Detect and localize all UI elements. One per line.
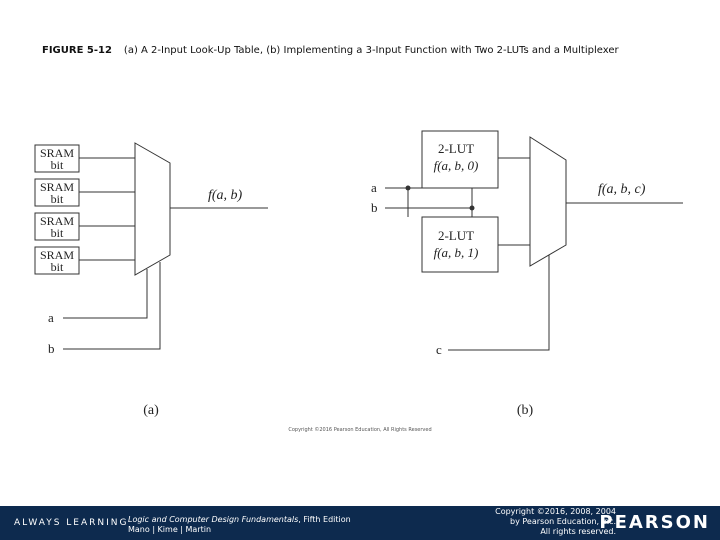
junction-b: [469, 205, 475, 211]
sram-label-2-line1: SRAM: [40, 180, 74, 194]
sram-box-1: [34, 144, 80, 173]
lut1-title: 2-LUT: [438, 228, 474, 243]
figure-label: FIGURE 5-12: [42, 45, 112, 56]
mux-b: [529, 136, 567, 267]
footer-bar: ALWAYS LEARNING Logic and Computer Desig…: [0, 506, 720, 540]
input-label-b-c: c: [436, 342, 442, 357]
book-title: Logic and Computer Design Fundamentals: [128, 515, 299, 524]
junction-a: [405, 185, 411, 191]
pearson-logo: PEARSON: [599, 512, 710, 533]
book-authors: Mano | Kime | Martin: [128, 525, 212, 534]
input-label-b: b: [48, 341, 55, 356]
select-wire-a: [63, 269, 148, 319]
select-wire-c: [448, 255, 550, 351]
input-label-b-b: b: [371, 200, 378, 215]
sram-label-3-line1: SRAM: [40, 214, 74, 228]
input-label-a: a: [48, 310, 54, 325]
rights-notice: Copyright ©2016, 2008, 2004 by Pearson E…: [495, 507, 616, 537]
select-wire-b: [63, 262, 161, 350]
sram-label-4-line2: bit: [51, 260, 64, 274]
lut-block-1: [421, 216, 499, 273]
lut-diagram: SRAM bit SRAM bit SRAM bit SRAM bit f(a,…: [34, 130, 683, 418]
book-info: Logic and Computer Design Fundamentals, …: [128, 515, 351, 535]
output-label-b: f(a, b, c): [598, 182, 646, 197]
rights-line-3: All rights reserved.: [540, 527, 616, 536]
sublabel-a: (a): [143, 403, 159, 418]
sram-label-1-line1: SRAM: [40, 146, 74, 160]
rights-line-2: by Pearson Education, Inc.: [510, 517, 616, 526]
mux-a: [134, 142, 171, 276]
lut0-title: 2-LUT: [438, 141, 474, 156]
sram-label-2-line2: bit: [51, 192, 64, 206]
copyright-notice: Copyright ©2016 Pearson Education, All R…: [288, 427, 432, 433]
figure-caption: FIGURE 5-12 (a) A 2-Input Look-Up Table, …: [42, 44, 682, 58]
lut0-function: f(a, b, 0): [434, 158, 479, 173]
sram-label-3-line2: bit: [51, 226, 64, 240]
sram-label-1-line2: bit: [51, 158, 64, 172]
input-label-b-a: a: [371, 180, 377, 195]
rights-line-1: Copyright ©2016, 2008, 2004: [495, 507, 616, 516]
always-learning-label: ALWAYS LEARNING: [14, 518, 129, 528]
figure-caption-text: (a) A 2-Input Look-Up Table, (b) Impleme…: [123, 45, 619, 56]
output-label-a: f(a, b): [208, 188, 243, 203]
sram-label-4-line1: SRAM: [40, 248, 74, 262]
sram-box-4: [34, 246, 80, 275]
lut-block-0: [421, 130, 499, 189]
sublabel-b: (b): [517, 403, 534, 418]
book-edition: , Fifth Edition: [298, 515, 351, 524]
lut1-function: f(a, b, 1): [434, 245, 479, 260]
